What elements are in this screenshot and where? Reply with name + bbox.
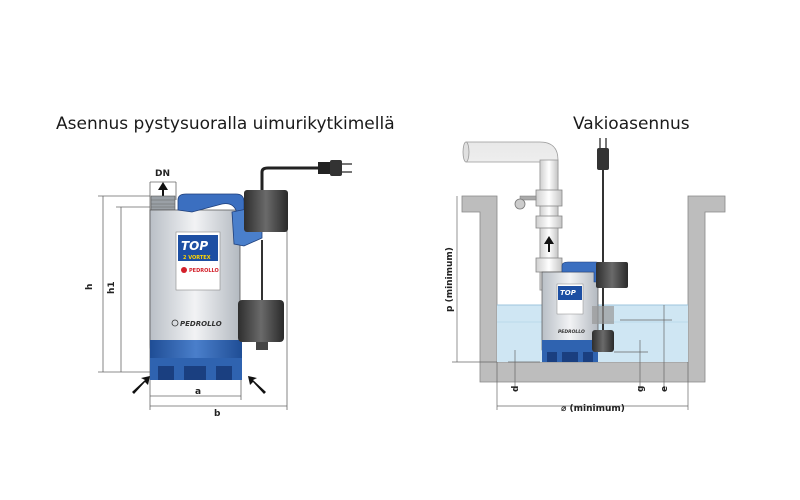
power-plug-icon xyxy=(318,160,352,176)
outlet-arrow-icon xyxy=(158,182,168,197)
body-brand-text: PEDROLLO xyxy=(180,320,222,328)
dimension-d-label: d xyxy=(511,386,521,392)
float-upper-position xyxy=(592,306,614,324)
right-dimension-lines xyxy=(452,196,689,410)
dimension-dn-label: DN xyxy=(155,169,170,179)
inlet-arrow-left-icon xyxy=(132,376,150,394)
left-pump-diagram: DN h h1 a b TOP 2 VO xyxy=(85,160,352,419)
outlet-thread xyxy=(150,195,176,211)
power-cable xyxy=(260,166,325,194)
pump-base-ring xyxy=(150,340,242,358)
dimension-width-min-label: ⌀ (minimum) xyxy=(561,404,625,414)
dimension-a-label: a xyxy=(195,387,201,397)
sticker-brand-text: PEDROLLO xyxy=(189,268,219,274)
pump-model-text: TOP xyxy=(181,239,208,253)
title-standard-installation: Vakioasennus xyxy=(573,114,690,134)
dimension-h1-label: h1 xyxy=(107,281,117,294)
float-top-block-small xyxy=(596,262,628,288)
dimension-e-label: e xyxy=(660,386,670,392)
dimension-g-label: g xyxy=(636,386,646,392)
flow-arrow-icon xyxy=(544,236,554,252)
dimension-h-label: h xyxy=(85,284,95,290)
float-top-block xyxy=(244,190,288,232)
inlet-arrow-right-icon xyxy=(248,376,266,394)
check-valve-icon xyxy=(514,189,563,229)
float-switch xyxy=(238,300,284,342)
pump-model-sub-text: 2 VORTEX xyxy=(183,255,211,261)
title-vertical-float-installation: Asennus pystysuoralla uimurikytkimellä xyxy=(56,114,395,134)
pipe-coupling xyxy=(535,257,563,273)
body-brand-text-small: PEDROLLO xyxy=(558,329,585,335)
power-plug-vertical-icon xyxy=(597,138,609,170)
dimension-p-label: p (minimum) xyxy=(445,247,455,312)
dimension-b-label: b xyxy=(214,409,221,419)
pump-handle xyxy=(177,193,245,231)
right-pump-diagram: TOP PEDROLLO p (minimum) d g e ⌀ (minimu… xyxy=(445,138,726,414)
float-switch-small xyxy=(592,330,614,352)
brand-logo-icon xyxy=(181,267,187,273)
pump-model-text-small: TOP xyxy=(560,289,577,297)
